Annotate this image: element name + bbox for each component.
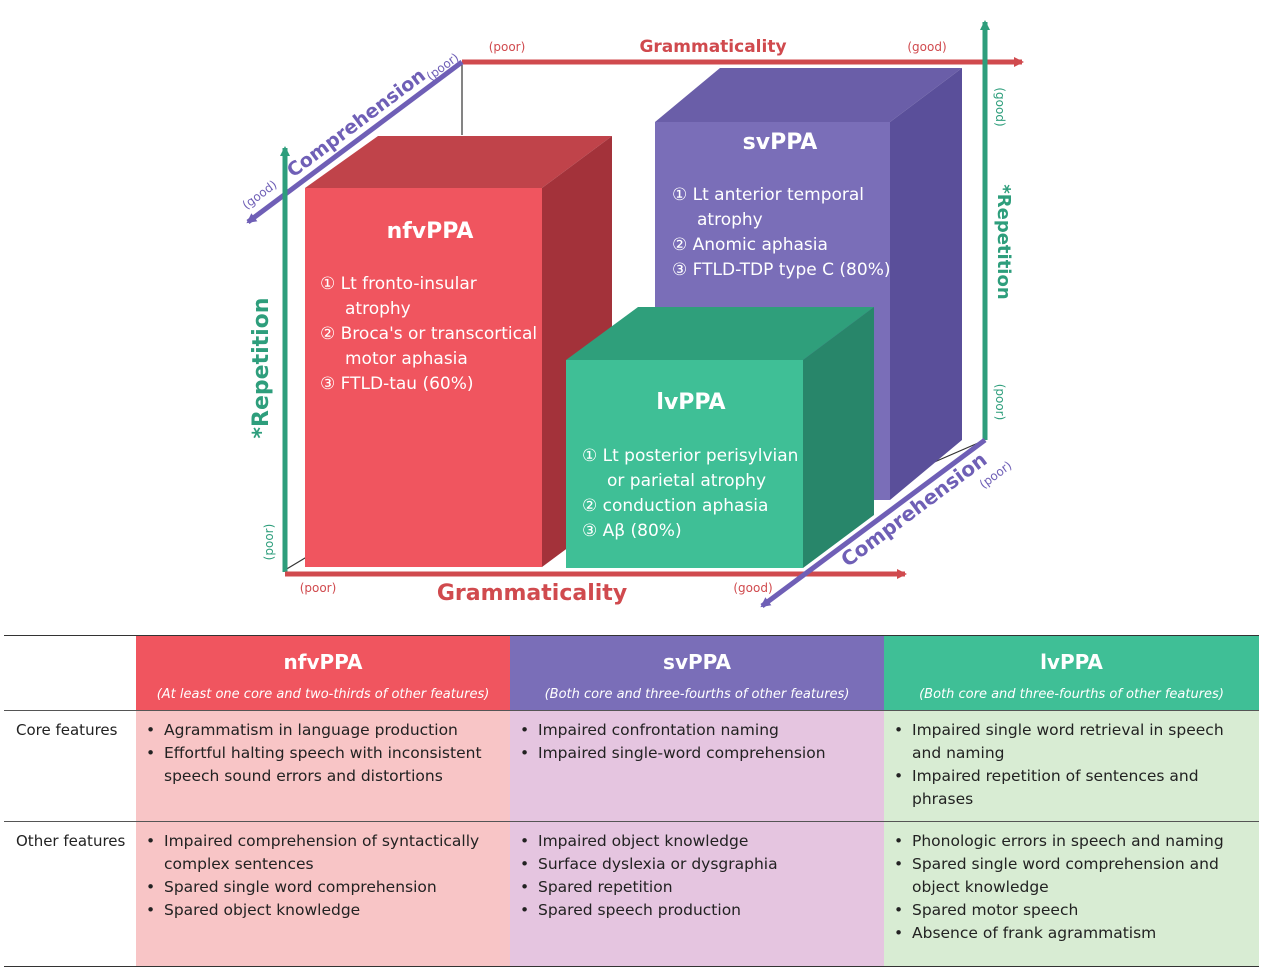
- list-item: Impaired object knowledge: [520, 830, 874, 853]
- nfvPPA-line-2: atrophy: [345, 299, 411, 319]
- grammaticality-top-poor: (poor): [489, 40, 526, 54]
- list-item: Impaired single-word comprehension: [520, 742, 874, 765]
- lvPPA-line-2: or parietal atrophy: [607, 471, 766, 491]
- nfvPPA-line-3: ② Broca's or transcortical: [320, 324, 537, 344]
- svPPA-line-3: ② Anomic aphasia: [672, 235, 828, 255]
- grammaticality-bottom-good: (good): [733, 581, 772, 595]
- nfvPPA-line-5: ③ FTLD-tau (60%): [320, 374, 474, 394]
- list-item: Impaired single word retrieval in speech…: [894, 719, 1249, 765]
- repetition-left-poor: (poor): [262, 524, 276, 561]
- other-nfvPPA-cell: Impaired comprehension of syntactically …: [136, 821, 510, 967]
- table-header-row: nfvPPA (At least one core and two-thirds…: [4, 635, 1259, 711]
- header-svPPA: svPPA (Both core and three-fourths of ot…: [510, 635, 884, 711]
- grammaticality-bottom-poor: (poor): [300, 581, 337, 595]
- lvPPA-title: lvPPA: [656, 390, 725, 415]
- row-label-core: Core features: [4, 710, 136, 822]
- svPPA-line-1: ① Lt anterior temporal: [672, 185, 864, 205]
- list-item: Effortful halting speech with inconsiste…: [146, 742, 500, 788]
- list-item: Impaired comprehension of syntactically …: [146, 830, 500, 876]
- features-table: nfvPPA (At least one core and two-thirds…: [4, 635, 1259, 967]
- comprehension-left-good: (good): [240, 177, 280, 212]
- core-lvPPA-cell: Impaired single word retrieval in speech…: [884, 710, 1259, 822]
- lvPPA-line-4: ③ Aβ (80%): [582, 521, 682, 541]
- list-item: Spared object knowledge: [146, 899, 500, 922]
- repetition-axis-right: *Repetition (good) (poor): [980, 20, 1014, 440]
- lvPPA-line-1: ① Lt posterior perisylvian: [582, 446, 798, 466]
- list-item: Spared speech production: [520, 899, 874, 922]
- table-row: Other features Impaired comprehension of…: [4, 821, 1259, 967]
- list-item: Impaired repetition of sentences and phr…: [894, 765, 1249, 811]
- header-lvPPA-subtitle: (Both core and three-fourths of other fe…: [919, 687, 1224, 702]
- list-item: Agrammatism in language production: [146, 719, 500, 742]
- other-lvPPA-cell: Phonologic errors in speech and naming S…: [884, 821, 1259, 967]
- nfvPPA-line-4: motor aphasia: [345, 349, 468, 369]
- row-label-other: Other features: [4, 821, 136, 967]
- repetition-right-good: (good): [993, 87, 1007, 126]
- ppa-3d-diagram: Grammaticality (poor) (good) Comprehensi…: [240, 20, 1024, 609]
- nfvPPA-title: nfvPPA: [387, 219, 474, 244]
- svPPA-line-4: ③ FTLD-TDP type C (80%): [672, 260, 890, 280]
- header-svPPA-subtitle: (Both core and three-fourths of other fe…: [544, 687, 850, 702]
- repetition-right-poor: (poor): [993, 384, 1007, 421]
- grammaticality-top-label: Grammaticality: [639, 37, 786, 57]
- svPPA-line-2: atrophy: [697, 210, 763, 230]
- grammaticality-top-good: (good): [907, 40, 946, 54]
- core-svPPA-cell: Impaired confrontation naming Impaired s…: [510, 710, 884, 822]
- list-item: Spared repetition: [520, 876, 874, 899]
- list-item: Spared single word comprehension: [146, 876, 500, 899]
- list-item: Spared single word comprehension and obj…: [894, 853, 1249, 899]
- repetition-right-label: *Repetition: [993, 184, 1014, 299]
- list-item: Phonologic errors in speech and naming: [894, 830, 1249, 853]
- header-empty-cell: [4, 635, 136, 711]
- table-row: Core features Agrammatism in language pr…: [4, 710, 1259, 822]
- header-svPPA-name: svPPA: [663, 650, 731, 674]
- list-item: Spared motor speech: [894, 899, 1249, 922]
- grammaticality-axis-bottom: Grammaticality (poor) (good): [285, 569, 907, 606]
- list-item: Impaired confrontation naming: [520, 719, 874, 742]
- header-lvPPA: lvPPA (Both core and three-fourths of ot…: [884, 635, 1259, 711]
- header-nfvPPA-subtitle: (At least one core and two-thirds of oth…: [156, 687, 490, 702]
- lvPPA-line-3: ② conduction aphasia: [582, 496, 768, 516]
- grammaticality-axis-top: Grammaticality (poor) (good): [462, 37, 1024, 67]
- nfvPPA-box: nfvPPA ① Lt fronto-insular atrophy ② Bro…: [305, 136, 612, 567]
- core-nfvPPA-cell: Agrammatism in language production Effor…: [136, 710, 510, 822]
- svPPA-title: svPPA: [743, 130, 818, 155]
- list-item: Surface dyslexia or dysgraphia: [520, 853, 874, 876]
- lvPPA-box: lvPPA ① Lt posterior perisylvian or pari…: [566, 307, 874, 568]
- header-nfvPPA-name: nfvPPA: [283, 650, 363, 674]
- nfvPPA-line-1: ① Lt fronto-insular: [320, 274, 477, 294]
- header-nfvPPA: nfvPPA (At least one core and two-thirds…: [136, 635, 510, 711]
- repetition-axis-left: *Repetition (poor): [249, 146, 290, 572]
- grammaticality-bottom-label: Grammaticality: [437, 581, 627, 606]
- other-svPPA-cell: Impaired object knowledge Surface dyslex…: [510, 821, 884, 967]
- list-item: Absence of frank agrammatism: [894, 922, 1249, 945]
- header-lvPPA-name: lvPPA: [1040, 650, 1103, 674]
- repetition-left-label: *Repetition: [249, 298, 274, 439]
